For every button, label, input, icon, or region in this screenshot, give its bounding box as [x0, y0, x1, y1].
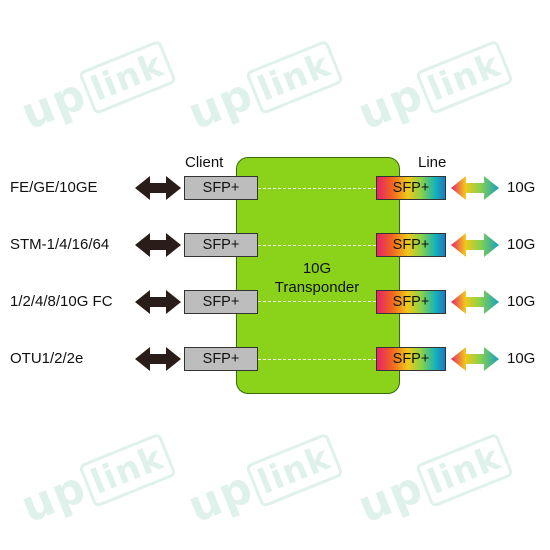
device-title-line2: Transponder — [274, 279, 360, 296]
line-arrow-icon — [451, 290, 499, 314]
client-sfp-module: SFP+ — [184, 233, 258, 257]
line-arrow-icon — [451, 347, 499, 371]
client-arrow-icon — [135, 176, 181, 200]
client-protocol-label: 1/2/4/8/10G FC — [10, 293, 113, 310]
internal-link — [258, 245, 376, 246]
client-column-label: Client — [185, 154, 224, 171]
client-arrow-icon — [135, 347, 181, 371]
client-arrow-icon — [135, 233, 181, 257]
line-rate-label: 10G — [507, 236, 536, 253]
client-sfp-module: SFP+ — [184, 347, 258, 371]
transponder-panel — [236, 157, 400, 394]
line-sfp-module: SFP+ — [376, 290, 446, 314]
line-sfp-module: SFP+ — [376, 347, 446, 371]
client-sfp-module: SFP+ — [184, 176, 258, 200]
line-rate-label: 10G — [507, 350, 536, 367]
internal-link — [258, 188, 376, 189]
device-title-line1: 10G — [302, 260, 332, 277]
client-protocol-label: STM-1/4/16/64 — [10, 236, 110, 253]
client-arrow-icon — [135, 290, 181, 314]
line-rate-label: 10G — [507, 293, 536, 310]
internal-link — [258, 359, 376, 360]
client-protocol-label: OTU1/2/2e — [10, 350, 84, 367]
line-column-label: Line — [418, 154, 447, 171]
line-arrow-icon — [451, 233, 499, 257]
internal-link — [258, 301, 376, 302]
client-sfp-module: SFP+ — [184, 290, 258, 314]
line-sfp-module: SFP+ — [376, 233, 446, 257]
line-arrow-icon — [451, 176, 499, 200]
line-sfp-module: SFP+ — [376, 176, 446, 200]
line-rate-label: 10G — [507, 179, 536, 196]
client-protocol-label: FE/GE/10GE — [10, 179, 98, 196]
